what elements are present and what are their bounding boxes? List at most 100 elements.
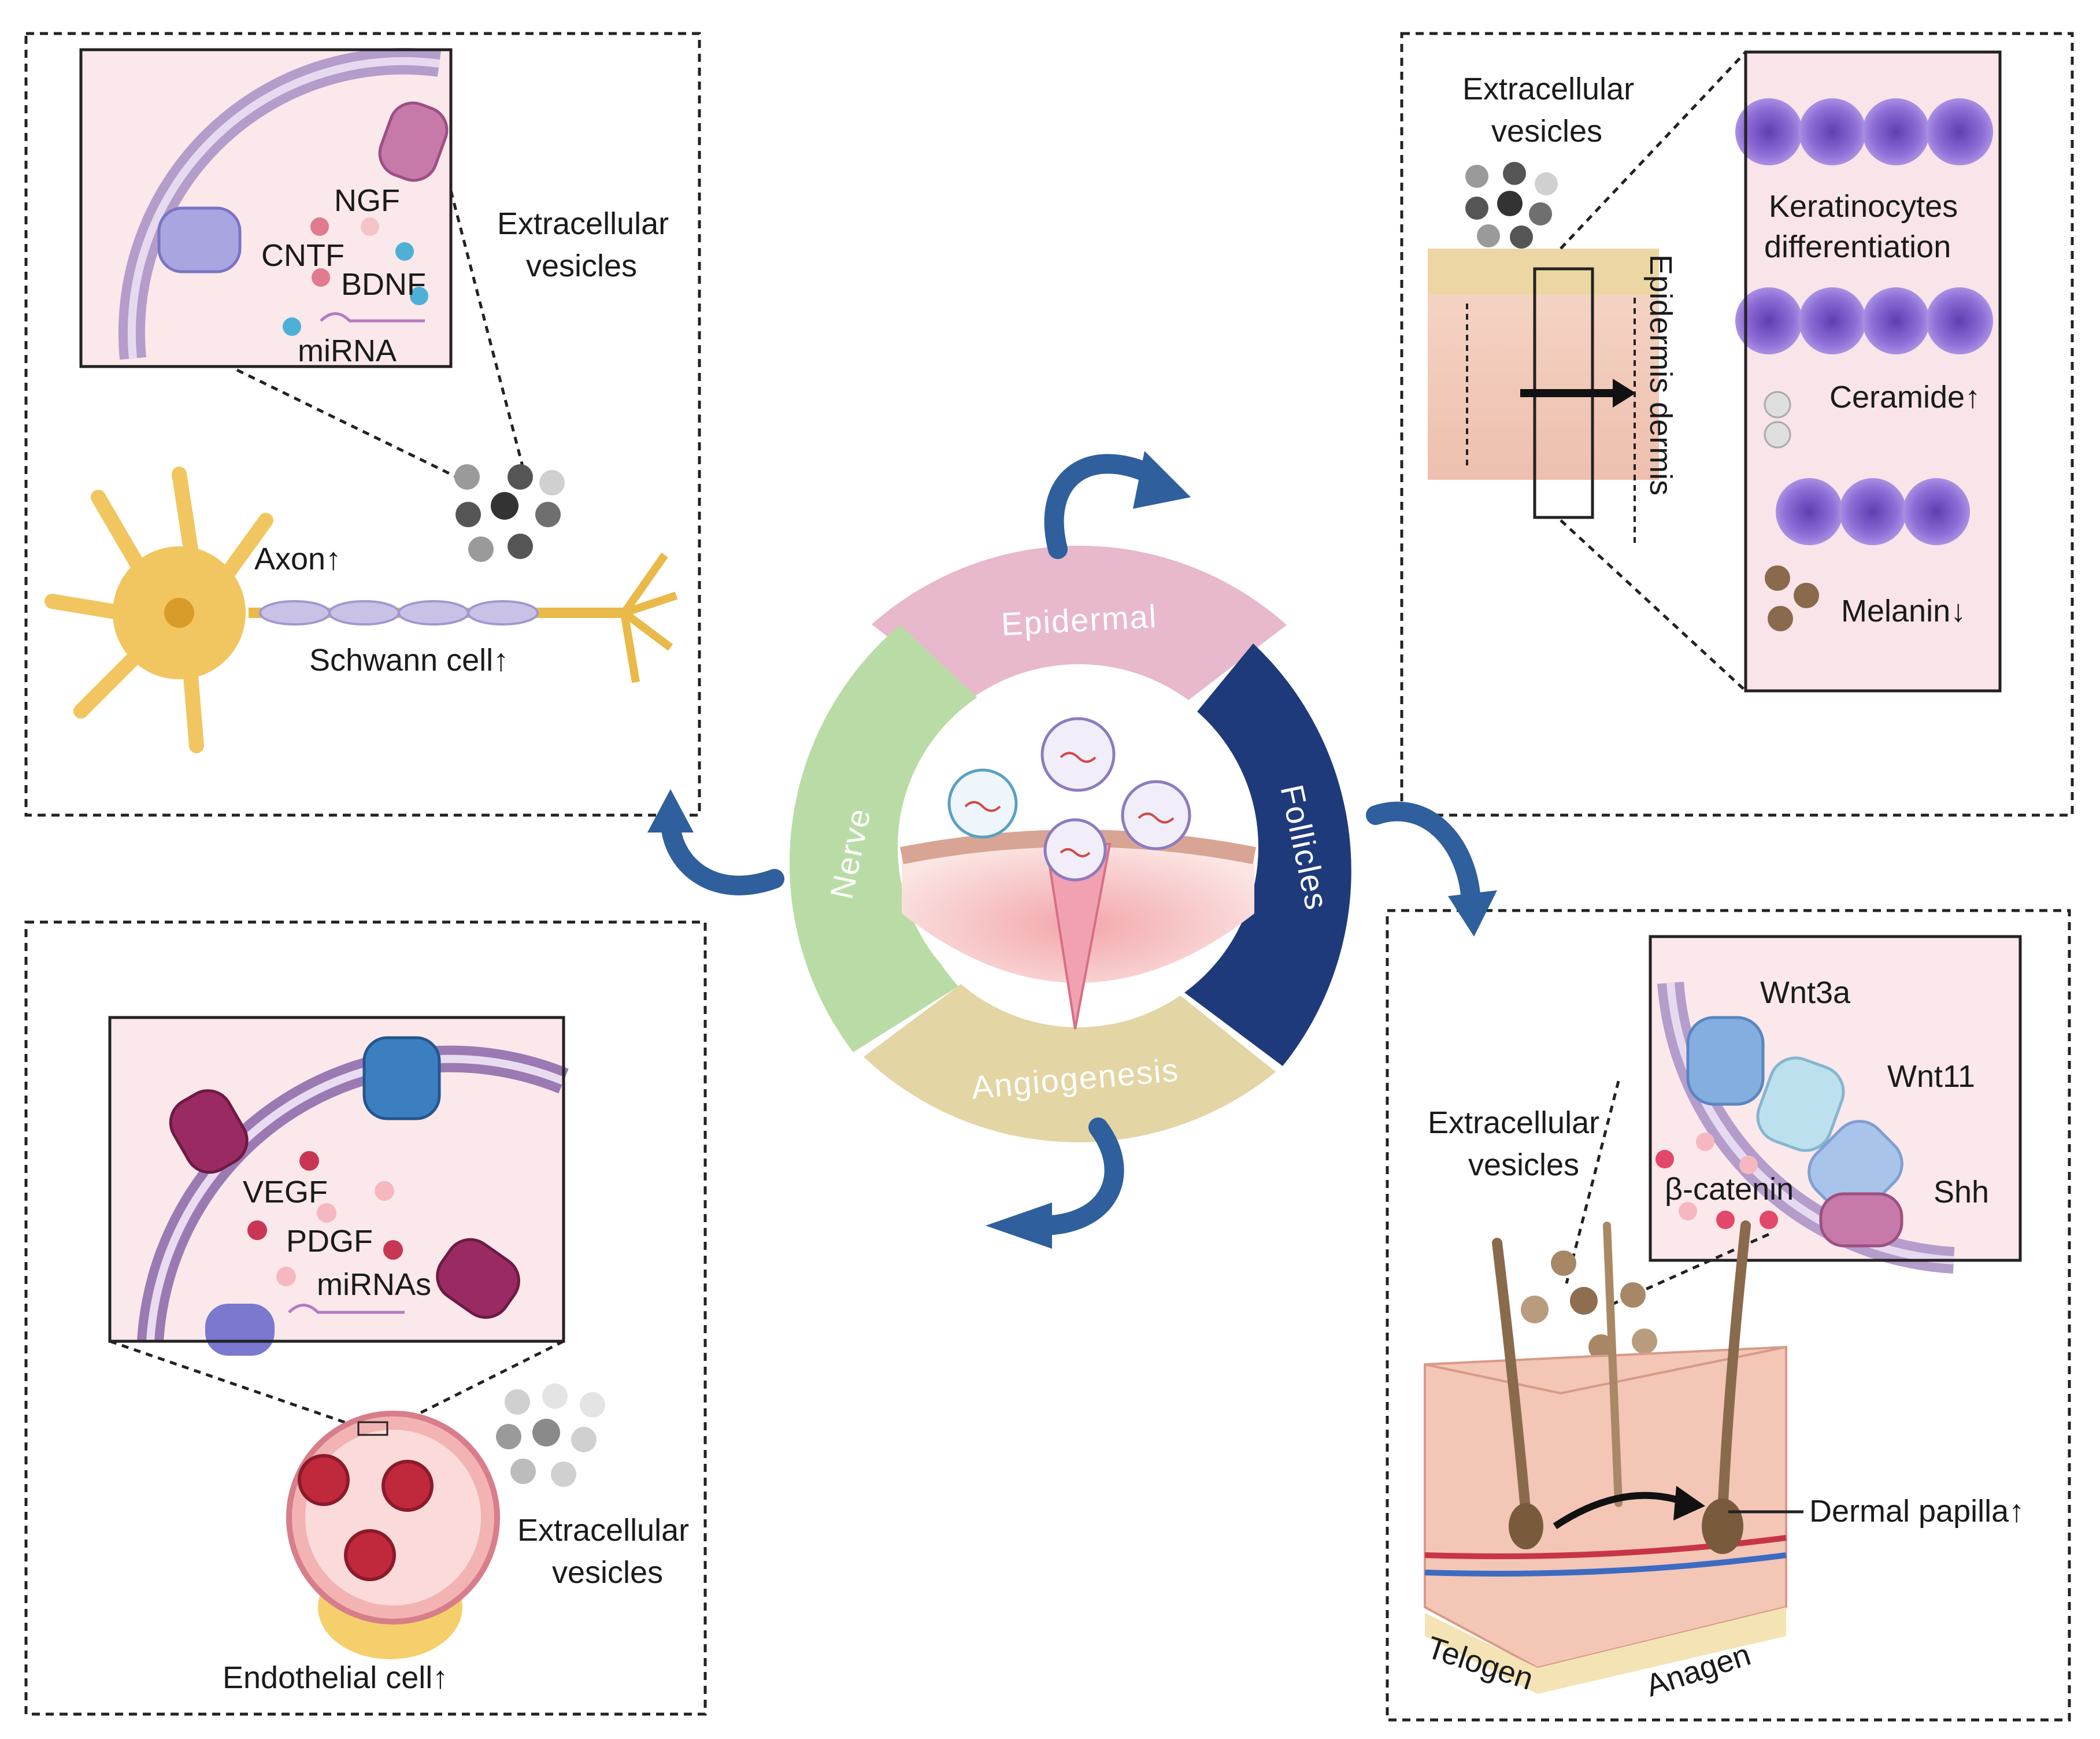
mirna-hairpin-icon <box>320 312 425 323</box>
arrow-to-epidermal-icon <box>1044 454 1160 559</box>
mirnas-label: miRNAs <box>317 1267 431 1302</box>
arrow-to-follicles-icon <box>1366 801 1481 912</box>
wnt11-label: Wnt11 <box>1887 1059 1975 1094</box>
mirna-label: miRNA <box>298 334 397 368</box>
protein-dot-icon <box>1739 1156 1758 1174</box>
protein-dot-icon <box>1760 1211 1778 1229</box>
protein-dot-icon <box>299 1151 319 1171</box>
keratinocyte-row-icon <box>1735 98 1993 545</box>
nerve-vesicle-inset-frame <box>79 48 453 368</box>
melanin-label: Melanin↓ <box>1841 594 1966 628</box>
melanin-dot-icon <box>1768 606 1793 631</box>
schwann-cell-label: Schwann cell↑ <box>309 643 509 678</box>
angiogenesis-panel-border <box>24 920 707 1716</box>
protein-dot-icon <box>383 1240 403 1260</box>
protein-dot-icon <box>1716 1211 1735 1229</box>
protein-dot-icon <box>310 217 329 236</box>
keratinocytes-label-line1: Keratinocytes <box>1769 189 1958 224</box>
angio-ev-label-line2: vesicles <box>552 1555 663 1590</box>
protein-dot-icon <box>395 242 414 261</box>
epidermal-panel-border <box>1400 32 2074 817</box>
wnt-receptor-icon <box>1756 1056 1845 1152</box>
angio-vesicle-membrane <box>137 1045 569 1342</box>
nerve-ev-label-line1: Extracellular <box>497 206 669 241</box>
curved-arrows <box>647 451 1497 1249</box>
cntf-label: CNTF <box>261 238 345 273</box>
protein-dot-icon <box>1655 1150 1674 1168</box>
melanin-dot-icon <box>1794 583 1819 608</box>
endothelial-cell-label: Endothelial cell↑ <box>223 1660 448 1695</box>
membrane-protein-icon <box>169 1089 249 1174</box>
protein-dot-icon <box>361 217 379 236</box>
nerve-panel-border <box>24 32 701 817</box>
angio-vesicle-inset-frame <box>108 1016 565 1343</box>
membrane-protein-icon <box>205 1304 275 1356</box>
arrow-to-angiogenesis-icon <box>1031 1118 1124 1235</box>
keratinocyte-inset-frame <box>1744 50 2002 693</box>
axon-label: Axon↑ <box>254 542 341 576</box>
epidermal-panel: Extracellular vesicles Epidermis dermis <box>1400 32 2074 817</box>
bdnf-label: BDNF <box>341 267 426 302</box>
membrane-protein-icon <box>157 206 242 273</box>
vegf-label: VEGF <box>243 1175 328 1209</box>
nerve-zoom-leader <box>236 368 464 482</box>
hair-follicle-skin-block-icon <box>1424 1220 1787 1694</box>
follicles-panel-border <box>1386 909 2071 1722</box>
keratinocytes-label-line2: differentiation <box>1764 230 1951 264</box>
neuron-icon <box>45 467 678 753</box>
follicle-ev-label-line2: vesicles <box>1468 1148 1579 1182</box>
ngf-label: NGF <box>334 183 400 218</box>
epidermal-ev-label-line1: Extracellular <box>1462 72 1634 106</box>
melanin-dot-icon <box>1765 565 1790 591</box>
dermal-papilla-label: Dermal papilla↑ <box>1809 1494 2024 1529</box>
protein-dot-icon <box>247 1220 267 1240</box>
nerve-vesicle-membrane <box>118 47 442 360</box>
arrow-head-icon <box>986 1202 1052 1249</box>
protein-dot-icon <box>1696 1133 1714 1151</box>
mirna-hairpin-icon <box>288 1304 405 1314</box>
extracellular-vesicle-cluster <box>1521 1250 1657 1360</box>
extracellular-vesicle-cluster <box>454 464 565 562</box>
follicle-vesicle-inset-frame <box>1649 935 2022 1262</box>
ceramide-label: Ceramide↑ <box>1829 380 1980 415</box>
membrane-protein-icon <box>1819 1192 1903 1248</box>
stratum-corneum-icon <box>1428 249 1659 295</box>
virus-like-vesicle-icon <box>947 717 1191 882</box>
wnt-receptor-icon <box>1686 1016 1765 1106</box>
angiogenesis-panel: VEGF PDGF miRNAs Extracellular vesicles <box>24 920 707 1716</box>
follicles-panel: Wnt3a Wnt11 β-catenin Shh Extracellular … <box>1386 909 2071 1722</box>
protein-dot-icon <box>312 268 330 287</box>
extracellular-vesicle-cluster <box>1465 162 1558 249</box>
arrow-to-nerve-icon <box>661 811 784 896</box>
nerve-panel: NGF CNTF BDNF miRNA Extracellular vesicl… <box>24 32 701 817</box>
angio-ev-label-line1: Extracellular <box>517 1513 689 1548</box>
epidermis-dermis-label: Epidermis dermis <box>1643 254 1678 495</box>
arrow-right-icon <box>1613 379 1636 408</box>
protein-dot-icon <box>1679 1202 1697 1220</box>
protein-dot-icon <box>283 317 301 336</box>
protein-dot-icon <box>276 1267 296 1286</box>
vesicle-dot-icon <box>1764 391 1791 419</box>
arrow-head-icon <box>1133 451 1191 509</box>
epidermal-ev-label-line2: vesicles <box>1491 114 1602 149</box>
arrow-head-icon <box>647 789 694 832</box>
vesicle-dot-icon <box>1764 421 1791 449</box>
angio-zoom-leader <box>389 1340 565 1430</box>
follicle-ev-label-line1: Extracellular <box>1428 1105 1599 1140</box>
membrane-protein-icon <box>362 1036 441 1120</box>
extracellular-vesicle-cluster <box>496 1383 605 1487</box>
membrane-protein-icon <box>436 1238 520 1319</box>
protein-dot-icon <box>317 1203 336 1223</box>
arrow-head-icon <box>1448 890 1497 937</box>
follicle-vesicle-membrane <box>1657 982 1955 1274</box>
beta-catenin-label: β-catenin <box>1665 1172 1794 1207</box>
blood-vessel-cross-section-icon <box>286 1411 500 1659</box>
shh-label: Shh <box>1934 1175 1989 1209</box>
follicle-zoom-leader <box>1565 1081 1620 1284</box>
wnt3a-label: Wnt3a <box>1760 975 1851 1010</box>
pdgf-label: PDGF <box>286 1224 373 1259</box>
ring-segment-angiogenesis <box>864 982 1276 1142</box>
epidermal-zoom-leader <box>1560 51 1747 250</box>
protein-dot-icon <box>410 287 428 305</box>
